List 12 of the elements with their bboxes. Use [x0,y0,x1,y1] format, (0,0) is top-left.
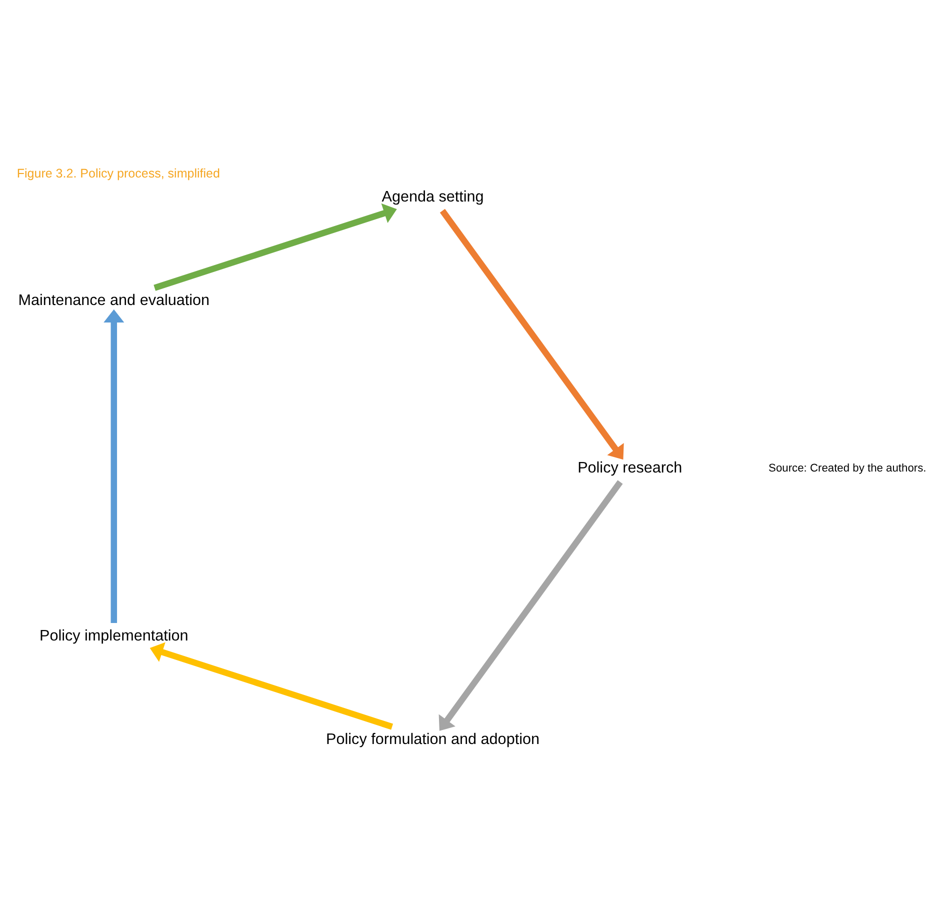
node-text: Maintenance and evaluation [18,292,210,309]
node-text: Policy research [578,460,682,477]
diagram-title: Figure 3.2. Policy process, simplified [16,166,220,181]
arrow [104,309,124,624]
node-text: Agenda setting [382,188,484,206]
arrow [438,480,623,731]
node-text: Policy implementation [39,627,188,644]
arrow [154,203,397,291]
arrow [150,642,394,730]
node-text: Policy formulation and adoption [326,730,540,748]
caption: Source: Created by the authors. [768,462,926,474]
arrow [440,208,624,460]
